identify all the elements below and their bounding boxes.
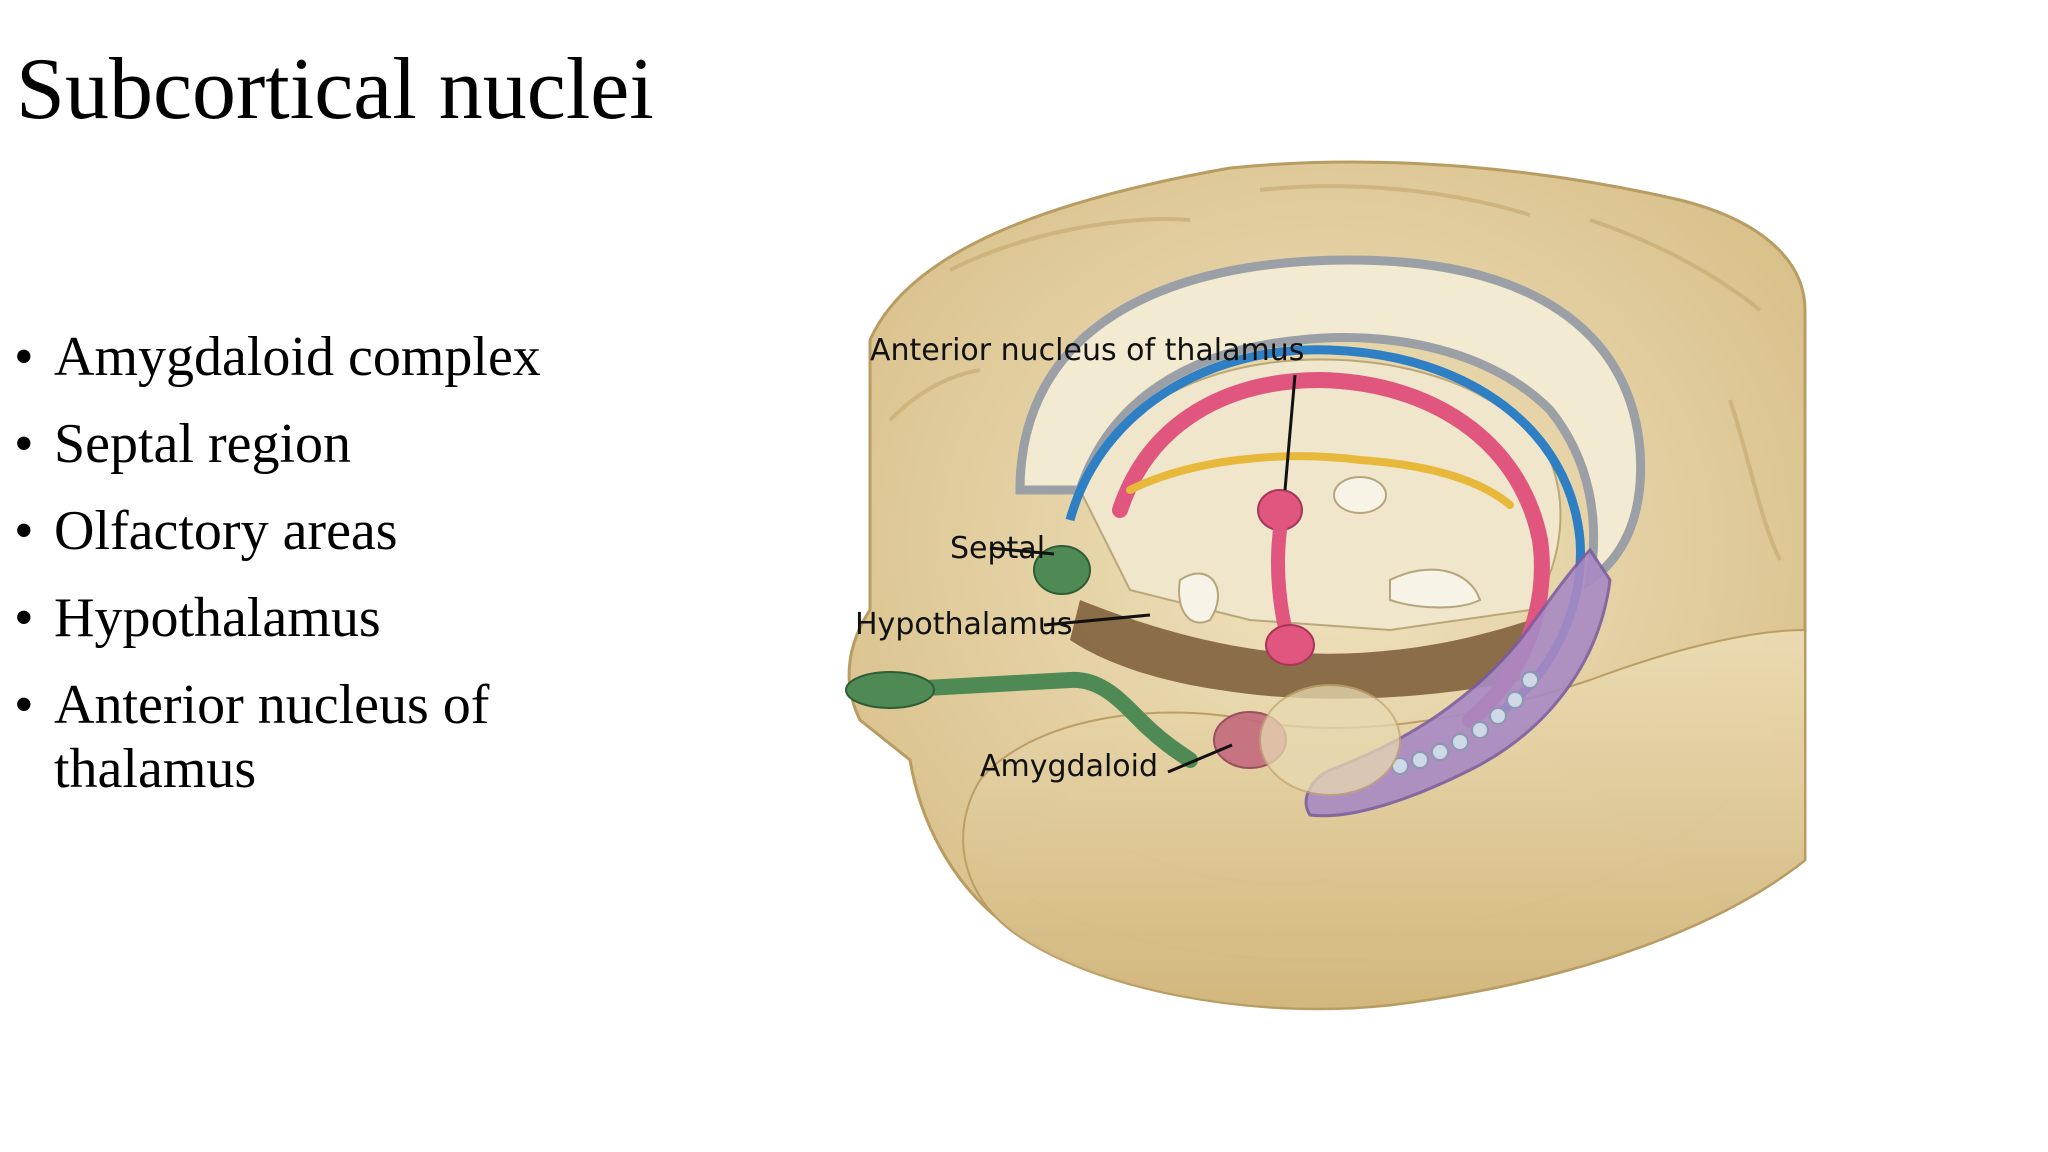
bullet-glyph: • bbox=[14, 500, 34, 562]
bullet-text: Amygdaloid complex bbox=[54, 326, 541, 388]
label-hypothalamus: Hypothalamus bbox=[855, 607, 1072, 642]
septal-structure bbox=[1033, 545, 1091, 595]
leader-amygdaloid bbox=[1167, 743, 1233, 774]
leader-septal bbox=[989, 546, 1055, 556]
slide-title: Subcortical nuclei bbox=[16, 41, 654, 138]
mammillary-body bbox=[1265, 624, 1315, 666]
bullet-glyph: • bbox=[14, 674, 34, 736]
dentate-gyrus-beads bbox=[1391, 671, 1539, 775]
bullet-item: • Anterior nucleus of thalamus bbox=[14, 673, 654, 801]
brain-illustration-svg: Anterior nucleus of thalamus Septal Hypo… bbox=[845, 160, 1807, 1011]
label-amygdaloid: Amygdaloid bbox=[980, 749, 1158, 784]
bullet-text: Hypothalamus bbox=[54, 587, 381, 649]
brain-illustration: Anterior nucleus of thalamus Septal Hypo… bbox=[830, 160, 1815, 1020]
leader-hypothalamus bbox=[1043, 613, 1151, 627]
label-anterior-nucleus: Anterior nucleus of thalamus bbox=[870, 333, 1304, 368]
leader-anterior-nucleus bbox=[1283, 374, 1297, 491]
bullet-text: Olfactory areas bbox=[54, 500, 398, 562]
bullet-text: Anterior nucleus of thalamus bbox=[54, 674, 490, 800]
bullet-item: • Olfactory areas bbox=[14, 499, 654, 563]
bullet-item: • Hypothalamus bbox=[14, 586, 654, 650]
bullet-item: • Amygdaloid complex bbox=[14, 325, 654, 389]
bullet-item: • Septal region bbox=[14, 412, 654, 476]
label-septal: Septal bbox=[950, 531, 1045, 566]
olfactory-bulb bbox=[845, 671, 935, 709]
corpus-callosum bbox=[1015, 255, 1646, 590]
uncus bbox=[1259, 684, 1401, 796]
bullet-list: • Amygdaloid complex • Septal region • Olfa… bbox=[14, 325, 654, 824]
olfactory-tract bbox=[882, 671, 1198, 768]
stria-terminalis bbox=[1126, 452, 1514, 509]
leader-lines bbox=[989, 374, 1297, 774]
bullet-glyph: • bbox=[14, 587, 34, 649]
bullet-glyph: • bbox=[14, 413, 34, 475]
bullet-text: Septal region bbox=[54, 413, 352, 475]
bullet-glyph: • bbox=[14, 326, 34, 388]
hypothalamic-floor bbox=[1070, 600, 1530, 699]
pale-nuclei bbox=[1178, 476, 1482, 624]
